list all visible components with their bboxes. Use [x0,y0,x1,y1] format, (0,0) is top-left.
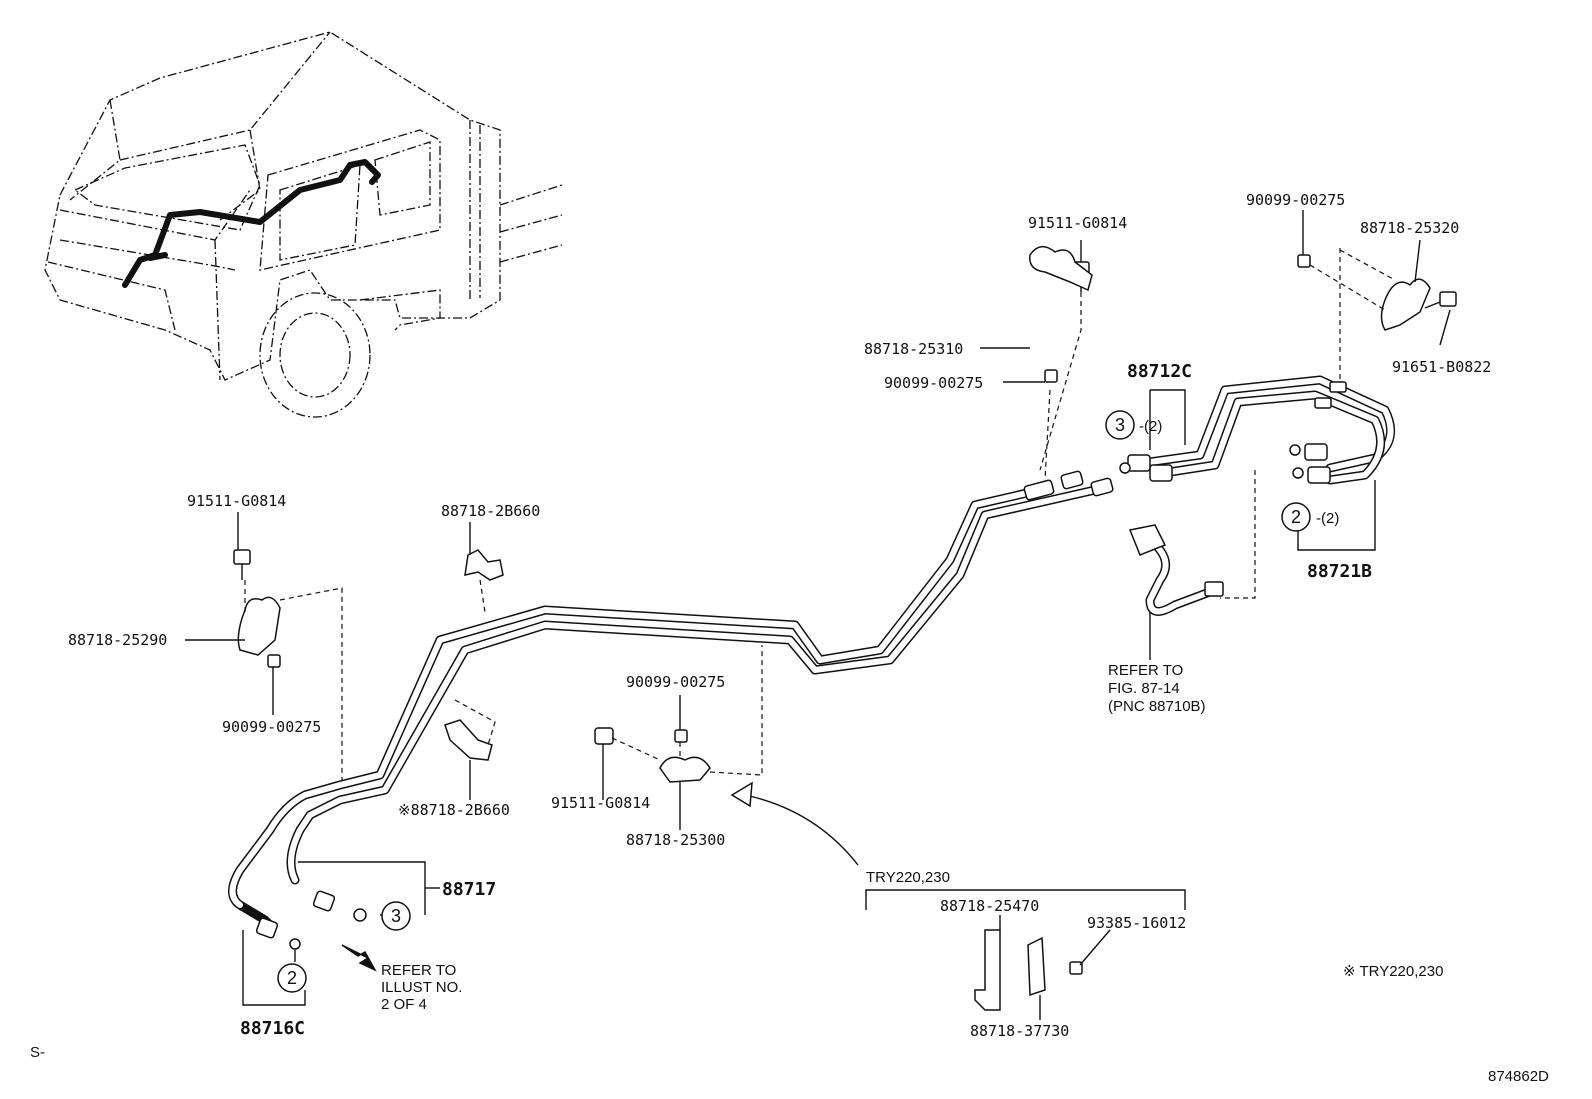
label-88718-25290: 88718-25290 [68,631,167,649]
label-93385: 93385-16012 [1087,914,1186,932]
brake-tube-assembly [228,375,1396,939]
label-91511-top: 91511-G0814 [1028,214,1127,232]
refer-fig-line-3: (PNC 88710B) [1108,698,1206,715]
refer-illust-line-3: 2 OF 4 [381,996,427,1013]
corner-s: S- [30,1044,45,1061]
note-try: ※ TRY220,230 [1343,963,1443,980]
label-90099-center: 90099-00275 [626,673,725,691]
refer-illust-line-2: ILLUST NO. [381,979,462,996]
try-header: TRY220,230 [866,869,950,886]
label-90099-left: 90099-00275 [222,718,321,736]
clamps-and-bolts [233,246,1457,1011]
refer-fig-line-2: FIG. 87-14 [1108,680,1180,697]
circle-3-top: 3 [1115,415,1125,435]
label-88718-25310: 88718-25310 [864,340,963,358]
label-88718-2b660-star: ※88718-2B660 [398,801,510,819]
reference-circles: 3 2 3 2 [277,410,1311,993]
label-88718-37730: 88718-37730 [970,1022,1069,1040]
circle-2-right: 2 [1291,507,1301,527]
refer-fig-line-1: REFER TO [1108,662,1183,679]
refer-illust-note: REFER TO ILLUST NO. 2 OF 4 [381,962,462,1013]
label-91511-center: 91511-G0814 [551,794,650,812]
circle-3-bottom: 3 [391,906,401,926]
truck-illustration [44,31,563,418]
label-88718-25300: 88718-25300 [626,831,725,849]
part-labels: 91511-G0814 88718-25310 90099-00275 8871… [30,191,1549,1085]
arrows [341,781,859,972]
qty-right: -(2) [1316,510,1339,527]
label-88716c: 88716C [240,1018,305,1039]
leader-lines [185,210,1451,1020]
label-88718-25470: 88718-25470 [940,897,1039,915]
label-88712c: 88712C [1127,361,1192,382]
label-88717: 88717 [442,879,496,900]
label-88721b: 88721B [1307,561,1372,582]
label-90099-top-right: 90099-00275 [1246,191,1345,209]
label-91651: 91651-B0822 [1392,358,1491,376]
circle-2-bottom: 2 [287,968,297,988]
refer-illust-line-1: REFER TO [381,962,456,979]
figure-code: 874862D [1488,1068,1549,1085]
refer-fig-note: REFER TO FIG. 87-14 (PNC 88710B) [1108,662,1206,715]
label-88718-25320: 88718-25320 [1360,219,1459,237]
label-88718-2b660-top: 88718-2B660 [441,502,540,520]
qty-top: -(2) [1139,418,1162,435]
label-90099-mid: 90099-00275 [884,374,983,392]
label-91511-left: 91511-G0814 [187,492,286,510]
